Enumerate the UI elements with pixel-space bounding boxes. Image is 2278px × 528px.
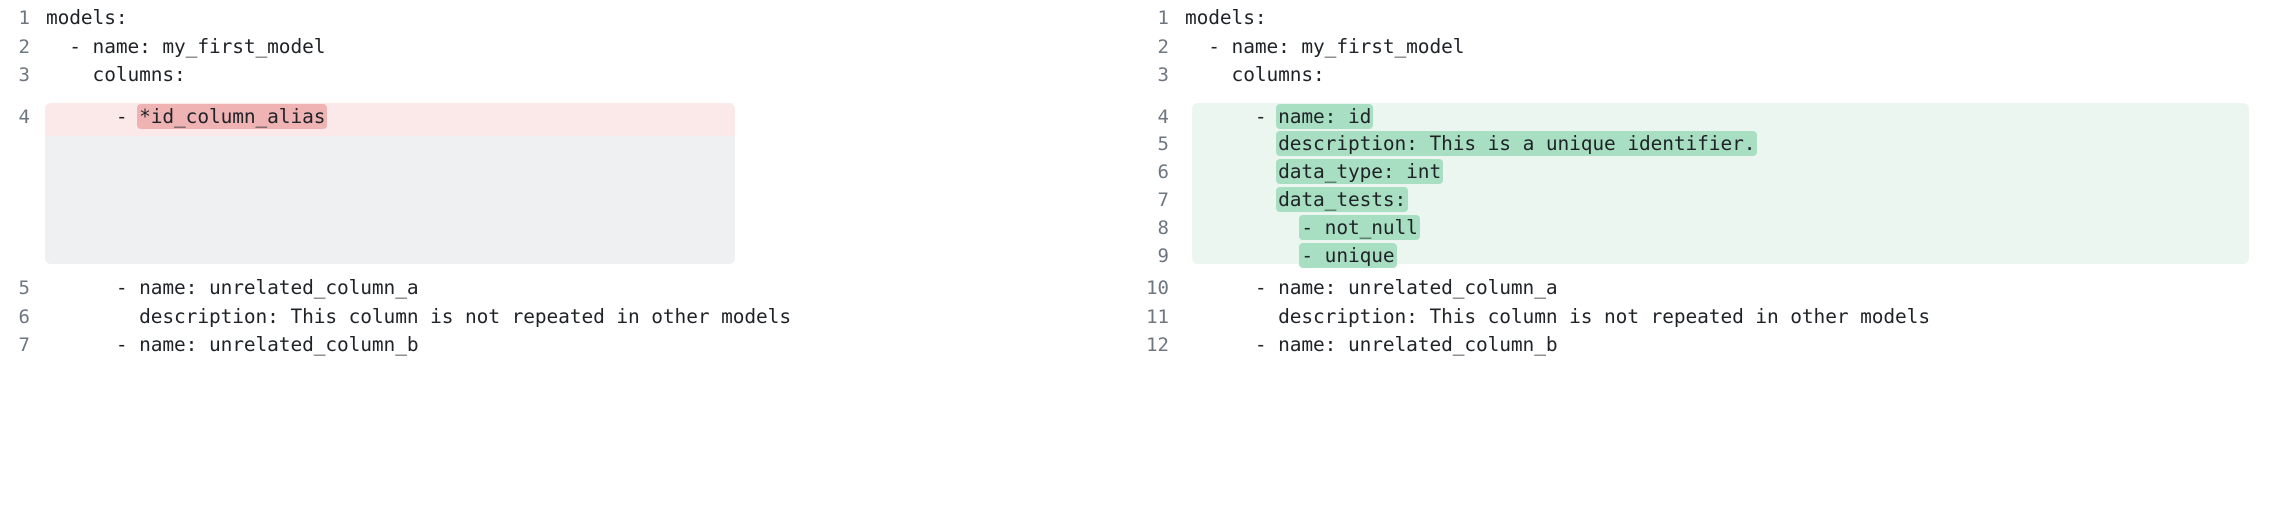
- removed-word-chip: *id_column_alias: [137, 104, 328, 129]
- line-number: 1: [18, 7, 30, 29]
- line-number: 7: [18, 334, 30, 356]
- line-number: 5: [18, 277, 30, 299]
- code-text: models:: [1185, 6, 1267, 29]
- code-line[interactable]: 6 description: This column is not repeat…: [0, 303, 1139, 332]
- added-word-chip: - unique: [1299, 243, 1397, 268]
- code-line[interactable]: 5 - name: unrelated_column_a: [0, 274, 1139, 303]
- code-indent: [1185, 132, 1278, 155]
- code-line-removed[interactable]: 4 - *id_column_alias: [0, 103, 1139, 132]
- code-text: - not_null: [1185, 214, 1420, 243]
- code-text: models:: [46, 6, 128, 29]
- line-number: 9: [1157, 245, 1169, 267]
- code-line-added[interactable]: 8 - not_null: [1139, 214, 2278, 243]
- code-text: - name: id: [1185, 103, 1374, 132]
- code-text: - name: unrelated_column_a: [46, 276, 419, 299]
- line-number: 10: [1146, 277, 1169, 299]
- code-text: - name: my_first_model: [1185, 35, 1465, 58]
- code-line[interactable]: 7 - name: unrelated_column_b: [0, 331, 1139, 360]
- diff-pane-before: 1 models: 2 - name: my_first_model 3 col…: [0, 4, 1139, 360]
- code-line[interactable]: 1 models:: [1139, 4, 2278, 33]
- code-text: description: This column is not repeated…: [1185, 305, 1930, 328]
- code-line-added[interactable]: 6 data_type: int: [1139, 158, 2278, 187]
- code-text: columns:: [1185, 63, 1325, 86]
- added-word-chip: data_tests:: [1276, 187, 1409, 212]
- added-word-chip: data_type: int: [1276, 159, 1444, 184]
- line-number: 8: [1157, 217, 1169, 239]
- code-text: - name: unrelated_column_b: [46, 333, 419, 356]
- diff-filler-block: [45, 136, 735, 264]
- line-number: 11: [1146, 306, 1169, 328]
- line-number: 2: [18, 36, 30, 58]
- line-number: 6: [1157, 161, 1169, 183]
- code-text: data_tests:: [1185, 186, 1409, 215]
- code-line[interactable]: 12 - name: unrelated_column_b: [1139, 331, 2278, 360]
- code-text: columns:: [46, 63, 186, 86]
- code-line[interactable]: 3 columns:: [0, 61, 1139, 90]
- code-text: - unique: [1185, 242, 1397, 271]
- line-number: 3: [1157, 64, 1169, 86]
- code-line-added[interactable]: 7 data_tests:: [1139, 186, 2278, 215]
- code-text: - name: my_first_model: [46, 35, 326, 58]
- added-word-chip: - not_null: [1299, 215, 1420, 240]
- code-text: data_type: int: [1185, 158, 1444, 187]
- code-indent: [1185, 216, 1301, 239]
- code-line[interactable]: 10 - name: unrelated_column_a: [1139, 274, 2278, 303]
- diff-pane-after: 1 models: 2 - name: my_first_model 3 col…: [1139, 0, 2278, 528]
- code-text: description: This column is not repeated…: [46, 305, 791, 328]
- code-line[interactable]: 2 - name: my_first_model: [0, 33, 1139, 62]
- line-number: 6: [18, 306, 30, 328]
- code-line[interactable]: 1 models:: [0, 4, 1139, 33]
- code-indent: [1185, 244, 1301, 267]
- added-word-chip: description: This is a unique identifier…: [1276, 131, 1758, 156]
- code-text: - *id_column_alias: [46, 103, 328, 132]
- code-line[interactable]: 11 description: This column is not repea…: [1139, 303, 2278, 332]
- code-indent: [1185, 160, 1278, 183]
- line-number: 12: [1146, 334, 1169, 356]
- code-text: description: This is a unique identifier…: [1185, 130, 1758, 159]
- code-line-added[interactable]: 4 - name: id: [1139, 103, 2278, 132]
- code-line-added[interactable]: 9 - unique: [1139, 242, 2278, 271]
- line-number: 4: [18, 106, 30, 128]
- line-number: 7: [1157, 189, 1169, 211]
- line-number: 3: [18, 64, 30, 86]
- code-indent: -: [46, 105, 140, 128]
- code-text: - name: unrelated_column_b: [1185, 333, 1558, 356]
- line-number: 2: [1157, 36, 1169, 58]
- line-number: 1: [1157, 7, 1169, 29]
- line-number: 5: [1157, 133, 1169, 155]
- line-number: 4: [1157, 106, 1169, 128]
- code-line-added[interactable]: 5 description: This is a unique identifi…: [1139, 130, 2278, 159]
- code-line[interactable]: 2 - name: my_first_model: [1139, 33, 2278, 62]
- added-word-chip: name: id: [1276, 104, 1374, 129]
- code-indent: -: [1185, 105, 1279, 128]
- code-line[interactable]: 3 columns:: [1139, 61, 2278, 90]
- code-text: - name: unrelated_column_a: [1185, 276, 1558, 299]
- code-indent: [1185, 188, 1278, 211]
